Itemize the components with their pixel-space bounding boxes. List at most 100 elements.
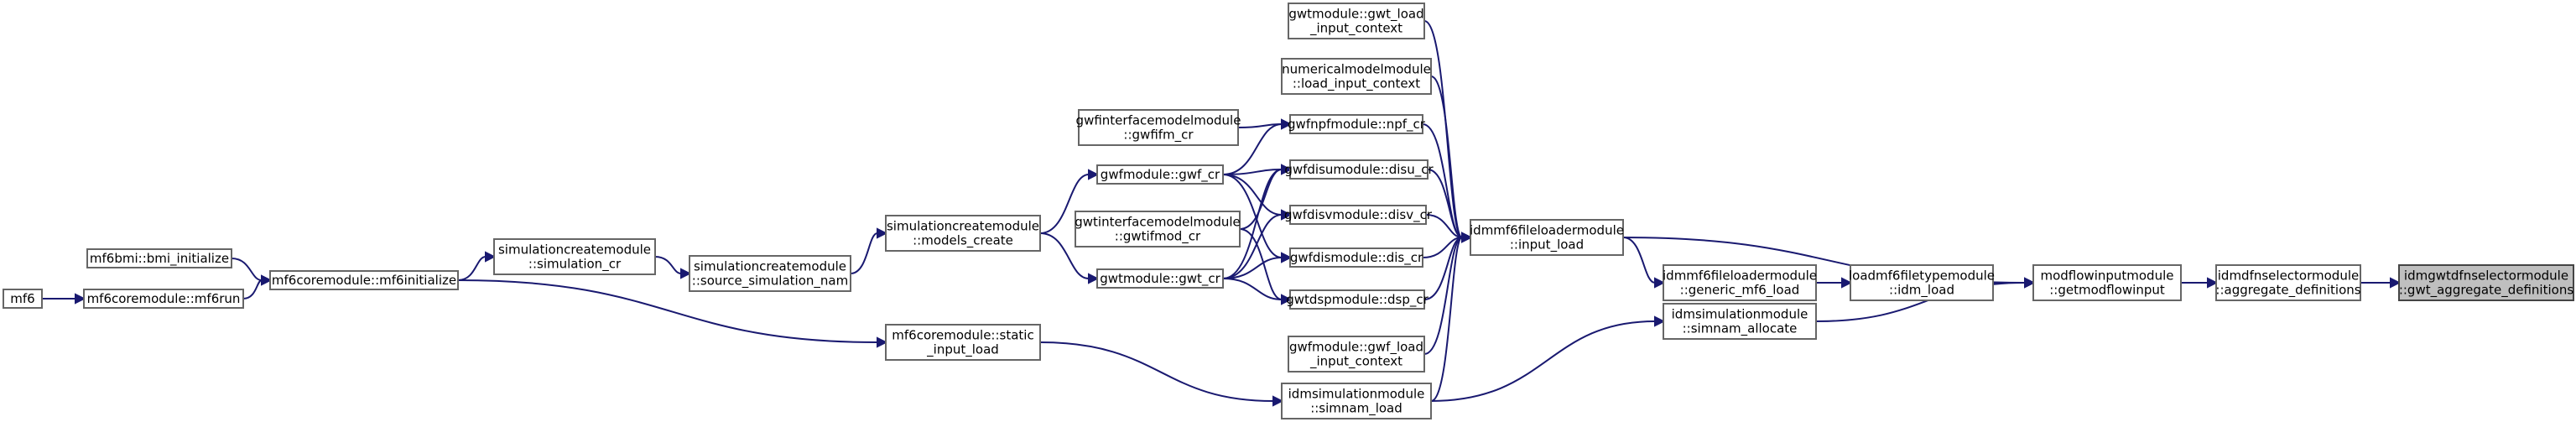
node-label: gwfmodule::gwf_cr xyxy=(1101,167,1220,183)
edge-line xyxy=(1422,237,1463,258)
node-label: ::simnam_load xyxy=(1310,401,1402,417)
node-mf6init[interactable]: mf6coremodule::mf6initialize xyxy=(269,270,459,290)
node-box xyxy=(1281,383,1432,419)
node-gwfload[interactable]: gwfmodule::gwf_load_input_context xyxy=(1288,336,1425,373)
edge-arrowhead xyxy=(2024,277,2036,289)
edge-mf6init-to-simcr xyxy=(457,251,497,281)
node-root: idmgwtdfnselectormodule::gwt_aggregate_d… xyxy=(2398,264,2574,301)
edge-line xyxy=(654,256,682,274)
edge-line xyxy=(1427,169,1463,238)
edge-inputload-to-generic xyxy=(1622,237,1666,289)
node-label: ::source_simulation_nam xyxy=(692,274,848,289)
node-label: gwfmodule::gwf_load xyxy=(1289,340,1423,356)
node-discr[interactable]: gwfdismodule::dis_cr xyxy=(1289,247,1423,268)
node-box xyxy=(689,255,851,292)
edge-line xyxy=(1222,169,1283,279)
node-label: _input_context xyxy=(1309,354,1402,370)
node-box xyxy=(1078,109,1239,146)
node-agg[interactable]: idmdfnselectormodule::aggregate_definiti… xyxy=(2215,264,2361,301)
node-label: ::models_create xyxy=(913,233,1013,249)
edge-simnamload-to-inputload xyxy=(1430,232,1473,402)
edge-arrowhead xyxy=(680,268,692,279)
edge-line xyxy=(1430,320,1656,402)
node-dspcr[interactable]: gwtdspmodule::dsp_cr xyxy=(1286,289,1429,310)
node-bmiinit[interactable]: mf6bmi::bmi_initialize xyxy=(86,248,232,268)
edge-line xyxy=(1222,169,1283,175)
node-label: modflowinputmodule xyxy=(2040,268,2173,284)
edge-arrowhead xyxy=(1281,164,1293,175)
node-label: mf6bmi::bmi_initialize xyxy=(90,251,229,267)
edge-line xyxy=(1622,237,1656,284)
node-box xyxy=(1663,303,1817,340)
node-simnamload[interactable]: idmsimulationmodule::simnam_load xyxy=(1281,383,1432,419)
node-box xyxy=(1075,211,1241,247)
node-mf6run[interactable]: mf6coremodule::mf6run xyxy=(83,289,244,309)
node-gwfcr[interactable]: gwfmodule::gwf_cr xyxy=(1096,164,1224,185)
node-generic[interactable]: idmmf6fileloadermodule::generic_mf6_load xyxy=(1663,264,1817,301)
edge-line xyxy=(1039,232,1090,279)
edge-line xyxy=(1239,169,1283,230)
edge-agg-to-root xyxy=(2360,277,2402,289)
node-idmload[interactable]: loadmf6filetypemodule::idm_load xyxy=(1849,264,1995,301)
node-inputload[interactable]: idmmf6fileloadermodule::input_load xyxy=(1470,219,1624,256)
node-box xyxy=(1096,164,1224,185)
node-box xyxy=(1281,58,1432,95)
edge-line xyxy=(457,256,487,281)
node-gwfifm[interactable]: gwfinterfacemodelmodule::gwfifm_cr xyxy=(1076,109,1241,146)
edge-arrowhead xyxy=(1088,169,1100,180)
edge-arrowhead xyxy=(1272,395,1284,407)
edge-modelscreate-to-gwtcr xyxy=(1039,232,1100,284)
node-gwtcr[interactable]: gwtmodule::gwt_cr xyxy=(1096,268,1224,289)
edge-arrowhead xyxy=(1654,277,1666,289)
node-label: mf6 xyxy=(10,291,34,306)
node-disvcr[interactable]: gwfdisvmodule::disv_cr xyxy=(1284,205,1433,225)
node-staticload[interactable]: mf6coremodule::static_input_load xyxy=(885,324,1041,361)
node-label: _input_load xyxy=(926,342,999,358)
node-box xyxy=(1289,289,1425,310)
edge-arrowhead xyxy=(485,251,497,263)
node-modelscreate[interactable]: simulationcreatemodule::models_create xyxy=(885,215,1041,252)
node-box xyxy=(885,324,1041,361)
node-label: simulationcreatemodule xyxy=(887,219,1039,234)
node-numload[interactable]: numericalmodelmodule::load_input_context xyxy=(1281,58,1432,95)
edge-line xyxy=(1423,237,1463,355)
edge-arrowhead xyxy=(1654,315,1666,327)
edge-arrowhead xyxy=(877,227,888,239)
edge-srcsimnam-to-modelscreate xyxy=(850,227,888,274)
node-gwtload[interactable]: gwtmodule::gwt_load_input_context xyxy=(1288,3,1425,39)
node-label: gwfdisumodule::disu_cr xyxy=(1284,162,1434,178)
edge-mf6init-to-staticload xyxy=(457,279,888,348)
node-label: ::simulation_cr xyxy=(528,257,622,273)
node-box xyxy=(2398,264,2574,301)
edge-modelscreate-to-gwfcr xyxy=(1039,169,1100,234)
edge-line xyxy=(1425,214,1463,238)
node-simcr[interactable]: simulationcreatemodule::simulation_cr xyxy=(493,238,656,275)
node-getmf[interactable]: modflowinputmodule::getmodflowinput xyxy=(2032,264,2182,301)
node-layer: idmgwtdfnselectormodule::gwt_aggregate_d… xyxy=(3,3,2574,419)
node-box xyxy=(885,215,1041,252)
node-disucr[interactable]: gwfdisumodule::disu_cr xyxy=(1284,159,1434,180)
node-box xyxy=(493,238,656,275)
edge-generic-to-idmload xyxy=(1815,277,1853,289)
node-box xyxy=(269,270,459,290)
node-simalloc[interactable]: idmsimulationmodule::simnam_allocate xyxy=(1663,303,1817,340)
node-label: gwtinterfacemodelmodule xyxy=(1075,215,1241,230)
node-box xyxy=(2032,264,2182,301)
edge-line xyxy=(1222,123,1283,175)
edge-arrowhead xyxy=(1281,209,1293,221)
edge-getmf-to-agg xyxy=(2180,277,2219,289)
node-box xyxy=(1289,247,1423,268)
node-label: ::gwtifmod_cr xyxy=(1115,229,1201,245)
edge-line xyxy=(231,258,263,281)
edge-line xyxy=(1423,237,1463,300)
node-srcsimnam[interactable]: simulationcreatemodule::source_simulatio… xyxy=(689,255,851,292)
node-npfcr[interactable]: gwfnpfmodule::npf_cr xyxy=(1288,114,1426,134)
edge-line xyxy=(1430,76,1463,238)
node-label: ::aggregate_definitions xyxy=(2215,283,2360,299)
edge-gwtcr-to-disucr xyxy=(1222,164,1293,279)
node-mf6[interactable]: mf6 xyxy=(3,289,43,309)
edge-arrowhead xyxy=(2207,277,2219,289)
edge-layer xyxy=(42,20,2402,407)
node-gwtifmod[interactable]: gwtinterfacemodelmodule::gwtifmod_cr xyxy=(1075,211,1241,247)
edge-line xyxy=(1039,174,1090,234)
